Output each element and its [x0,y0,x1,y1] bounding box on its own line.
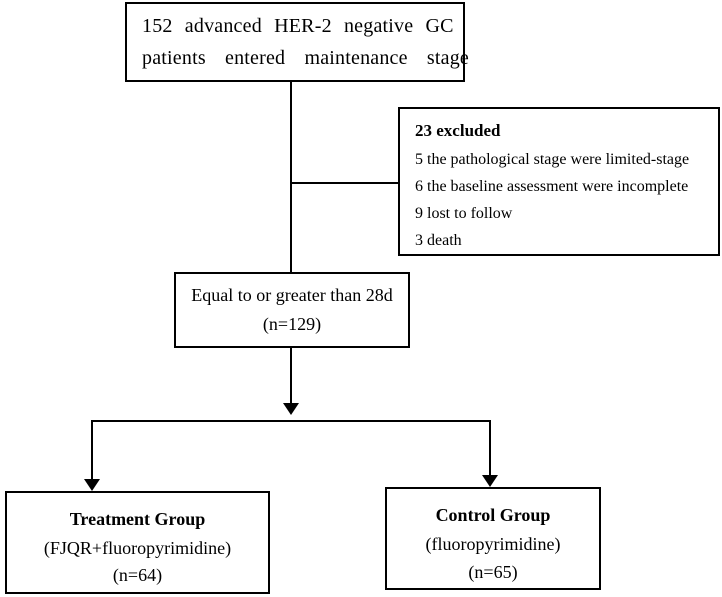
arrow-down-icon [84,479,100,491]
control-group-box: Control Group (fluoropyrimidine) (n=65) [385,487,601,590]
eligible-criterion: Equal to or greater than 28d [191,285,393,305]
connector-to-control [489,420,491,478]
eligible-patients-box: Equal to or greater than 28d (n=129) [174,272,410,348]
enrolled-line-2: patients entered maintenance stage [142,47,470,69]
eligible-count: (n=129) [262,314,322,334]
excluded-reason: 6 the baseline assessment were incomplet… [415,178,689,195]
control-group-count: (n=65) [468,562,518,582]
connector-to-excluded [291,182,398,184]
excluded-box: 23 excluded 5 the pathological stage wer… [398,107,720,256]
arrow-down-icon [283,403,299,415]
arrow-down-icon [482,475,498,487]
connector-split-horizontal [91,420,491,422]
control-group-title: Control Group [435,505,551,525]
excluded-reason: 3 death [415,232,462,249]
control-group-regimen: (fluoropyrimidine) [425,534,561,554]
treatment-group-box: Treatment Group (FJQR+fluoropyrimidine) … [5,491,270,594]
treatment-group-count: (n=64) [112,565,163,585]
excluded-reason: 5 the pathological stage were limited-st… [415,151,690,168]
enrolled-patients-box: 152 advanced HER-2 negative GC patients … [125,2,469,82]
excluded-heading: 23 excluded [415,121,501,140]
treatment-group-regimen: (FJQR+fluoropyrimidine) [43,538,232,558]
treatment-group-title: Treatment Group [69,509,206,529]
enrolled-line-1: 152 advanced HER-2 negative GC [142,15,454,37]
excluded-reason: 9 lost to follow [415,205,513,222]
connector-to-treatment [91,420,93,482]
connector-middle-down [290,348,292,406]
connector-top-to-middle [290,82,292,272]
